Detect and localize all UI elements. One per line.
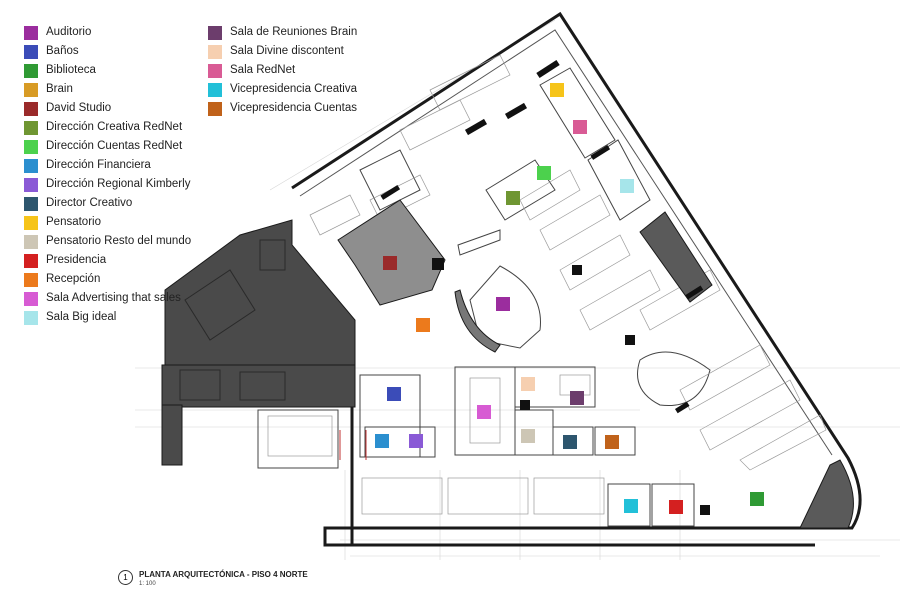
legend-label: Brain	[46, 83, 73, 95]
legend-swatch	[24, 121, 38, 135]
room-marker	[620, 179, 634, 193]
legend-label: Auditorio	[46, 26, 92, 38]
legend-label: Pensatorio	[46, 216, 101, 228]
drawing-scale: 1: 100	[139, 581, 156, 587]
room-markers	[375, 83, 764, 514]
legend-item: David Studio	[24, 102, 209, 116]
room-marker	[537, 166, 551, 180]
room-marker	[605, 435, 619, 449]
room-marker	[573, 120, 587, 134]
legend-swatch	[24, 216, 38, 230]
room-marker	[506, 191, 520, 205]
legend-swatch	[24, 64, 38, 78]
legend-swatch	[24, 83, 38, 97]
legend-item: Director Creativo	[24, 197, 209, 211]
legend-label: Recepción	[46, 273, 101, 285]
legend-item: Recepción	[24, 273, 209, 287]
legend-label: Dirección Cuentas RedNet	[46, 140, 183, 152]
room-marker	[550, 83, 564, 97]
room-marker	[521, 429, 535, 443]
room-marker	[477, 405, 491, 419]
legend-label: Pensatorio Resto del mundo	[46, 235, 192, 247]
black-structural-details	[380, 59, 710, 515]
legend-item: Pensatorio	[24, 216, 209, 230]
legend-label: Director Creativo	[46, 197, 133, 209]
legend-label: Dirección Creativa RedNet	[46, 121, 183, 133]
legend-label: Dirección Regional Kimberly	[46, 178, 191, 190]
legend-label: Sala Advertising that sales	[46, 292, 181, 304]
legend-swatch	[24, 254, 38, 268]
room-marker	[750, 492, 764, 506]
legend-item: Auditorio	[24, 26, 209, 40]
room-marker	[375, 434, 389, 448]
legend-swatch	[208, 83, 222, 97]
legend-item: Pensatorio Resto del mundo	[24, 235, 209, 249]
legend-label: Presidencia	[46, 254, 107, 266]
legend-label: Sala Big ideal	[46, 311, 117, 323]
legend-label: Sala RedNet	[230, 64, 296, 76]
legend-swatch	[208, 45, 222, 59]
room-marker	[669, 500, 683, 514]
legend-item: Presidencia	[24, 254, 209, 268]
legend-label: Sala de Reuniones Brain	[230, 26, 358, 38]
legend-item: Dirección Cuentas RedNet	[24, 140, 209, 154]
legend-label: Baños	[46, 45, 79, 57]
legend-item: Sala de Reuniones Brain	[208, 26, 408, 40]
drawing-caption: 1 PLANTA ARQUITECTÓNICA - PISO 4 NORTE 1…	[118, 570, 308, 588]
legend-item: Biblioteca	[24, 64, 209, 78]
dark-feature-areas	[337, 199, 854, 529]
room-marker	[416, 318, 430, 332]
legend-item: Vicepresidencia Creativa	[208, 83, 408, 97]
legend-swatch	[24, 273, 38, 287]
legend-item: Brain	[24, 83, 209, 97]
legend-swatch	[208, 26, 222, 40]
room-marker	[521, 377, 535, 391]
legend-item: Sala Big ideal	[24, 311, 209, 325]
legend-swatch	[24, 26, 38, 40]
legend-item: Sala RedNet	[208, 64, 408, 78]
legend-item: Dirección Regional Kimberly	[24, 178, 209, 192]
legend-swatch	[208, 102, 222, 116]
drawing-title: PLANTA ARQUITECTÓNICA - PISO 4 NORTE	[139, 570, 308, 579]
legend-item: Sala Divine discontent	[208, 45, 408, 59]
legend-swatch	[24, 292, 38, 306]
legend-swatch	[24, 102, 38, 116]
legend-label: David Studio	[46, 102, 112, 114]
legend-swatch	[24, 140, 38, 154]
room-marker	[563, 435, 577, 449]
interior-walls	[257, 67, 711, 527]
legend-item: Dirección Creativa RedNet	[24, 121, 209, 135]
legend-swatch	[24, 311, 38, 325]
room-marker	[409, 434, 423, 448]
legend-swatch	[24, 178, 38, 192]
legend-item: Dirección Financiera	[24, 159, 209, 173]
legend-swatch	[24, 45, 38, 59]
room-marker	[387, 387, 401, 401]
room-marker	[496, 297, 510, 311]
legend-swatch	[24, 159, 38, 173]
legend-label: Vicepresidencia Creativa	[230, 83, 357, 95]
drawing-number: 1	[118, 570, 133, 585]
stairs-rail	[339, 430, 367, 460]
room-marker	[570, 391, 584, 405]
legend-swatch	[24, 197, 38, 211]
room-marker	[383, 256, 397, 270]
legend-label: Dirección Financiera	[46, 159, 151, 171]
legend-label: Vicepresidencia Cuentas	[230, 102, 358, 114]
legend-item: Vicepresidencia Cuentas	[208, 102, 408, 116]
legend-item: Sala Advertising that sales	[24, 292, 209, 306]
legend-item: Baños	[24, 45, 209, 59]
legend-label: Sala Divine discontent	[230, 45, 344, 57]
legend-swatch	[24, 235, 38, 249]
furniture	[267, 54, 827, 515]
room-marker	[624, 499, 638, 513]
legend-label: Biblioteca	[46, 64, 96, 76]
legend-swatch	[208, 64, 222, 78]
